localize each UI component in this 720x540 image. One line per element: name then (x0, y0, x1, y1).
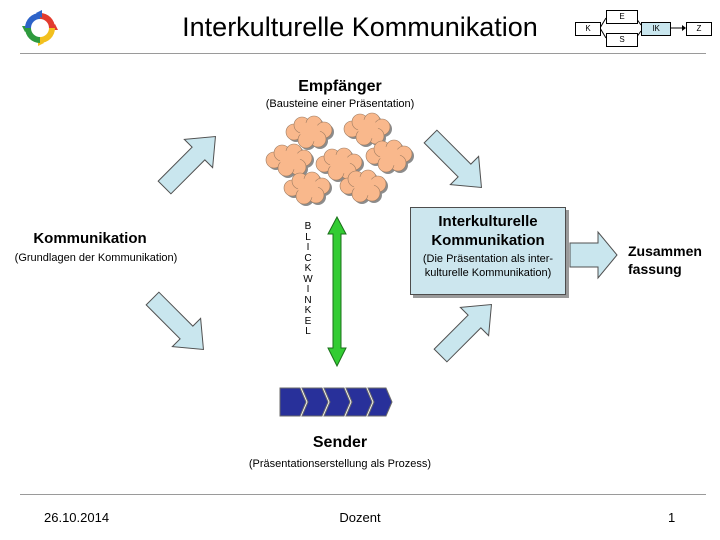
cycle-arrows-icon (22, 10, 58, 46)
sender-title: Sender (312, 434, 368, 451)
blickwinkel-letter: C (304, 252, 312, 264)
page-title: Interkulturelle Kommunikation (182, 12, 538, 42)
kommunikation-subtitle: (Grundlagen der Kommunikation) (14, 252, 178, 264)
blickwinkel-letter: L (305, 326, 311, 337)
arrow-kommunikation-to-empfaenger (157, 135, 217, 195)
interkulturell-title-line1: Interkulturelle (438, 213, 538, 230)
process-chevrons (279, 387, 393, 417)
blickwinkel-letter: L (305, 231, 311, 243)
blickwinkel-letter: B (304, 221, 312, 232)
blickwinkel-label: B L I C K W I N K E L (300, 221, 316, 338)
arrow-empfaenger-to-interkulturell (423, 129, 483, 189)
zusammenfassung-label: Zusammen fassung (628, 242, 702, 278)
arrow-kommunikation-to-sender (145, 291, 205, 351)
interkulturell-subtitle-line1: (Die Präsentation als inter- (422, 253, 554, 265)
interkulturell-title-line2: Kommunikation (431, 232, 545, 249)
blickwinkel-letter: E (304, 315, 312, 327)
nav-box-k[interactable]: K (575, 22, 601, 36)
kommunikation-title: Kommunikation (33, 230, 147, 247)
empfaenger-subtitle: (Bausteine einer Präsentation) (265, 98, 415, 110)
sender-subtitle: (Präsentationserstellung als Prozess) (248, 458, 432, 470)
nav-box-ik[interactable]: IK (641, 22, 671, 36)
nav-box-s[interactable]: S (606, 33, 638, 47)
header-divider (20, 53, 706, 54)
interkulturell-box[interactable]: Interkulturelle Kommunikation (Die Präse… (410, 207, 566, 295)
arrow-interkulturell-to-zusammenfassung (569, 230, 618, 280)
nav-box-z[interactable]: Z (686, 22, 712, 36)
arrow-sender-to-interkulturell (433, 303, 493, 363)
blickwinkel-letter: W (303, 273, 313, 285)
blickwinkel-letter: K (304, 305, 312, 316)
zusammenfassung-line2: fassung (628, 261, 682, 277)
zusammenfassung-line1: Zusammen (628, 243, 702, 259)
blickwinkel-letter: I (306, 242, 310, 253)
footer-divider (20, 494, 706, 495)
footer-page-number: 1 (668, 510, 676, 525)
empfaenger-title: Empfänger (298, 78, 382, 95)
blickwinkel-letter: K (304, 263, 312, 274)
footer-date: 26.10.2014 (44, 510, 110, 525)
blickwinkel-letter: N (304, 294, 312, 306)
interkulturell-subtitle-line2: kulturelle Kommunikation) (424, 267, 552, 279)
blickwinkel-letter: I (306, 284, 310, 295)
blickwinkel-double-arrow (327, 215, 347, 368)
nav-box-e[interactable]: E (606, 10, 638, 24)
footer-author: Dozent (339, 510, 381, 525)
